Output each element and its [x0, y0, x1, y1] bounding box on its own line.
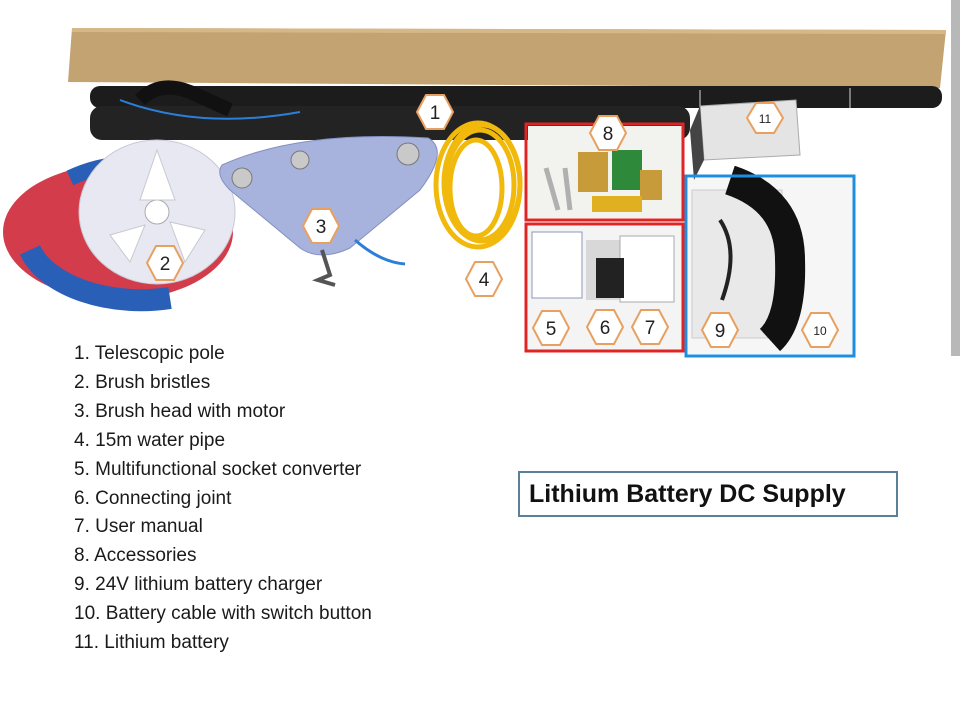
list-item: 9. 24V lithium battery charger — [74, 574, 323, 596]
list-item: 1. Telescopic pole — [74, 343, 225, 364]
brush-head-plate — [219, 136, 438, 256]
callout-10: 10 — [800, 312, 840, 348]
water-hose — [433, 120, 523, 250]
list-item: 8. Accessories — [74, 545, 197, 567]
svg-text:11: 11 — [759, 112, 772, 126]
lithium-battery-box — [699, 99, 801, 161]
list-item: 5. Multifunctional socket converter — [74, 458, 362, 480]
list-item: 6. Connecting joint — [74, 487, 232, 509]
list-item: 10. Battery cable with switch button — [74, 603, 372, 625]
parts-list: 1. Telescopic pole 2. Brush bristles 3. … — [74, 340, 372, 658]
list-item: 4. 15m water pipe — [74, 429, 226, 451]
photo-edge — [951, 0, 960, 356]
list-item: 11. Lithium battery — [74, 632, 229, 654]
cardboard-box — [68, 28, 946, 88]
callout-2: 2 — [145, 245, 185, 281]
svg-text:7: 7 — [645, 318, 656, 339]
callout-4: 4 — [464, 261, 504, 297]
charger-cable-frame — [684, 174, 856, 358]
callout-7: 7 — [630, 309, 670, 345]
callout-5: 5 — [531, 310, 571, 346]
socket-joint-manual-frame — [524, 222, 685, 353]
callout-6: 6 — [585, 309, 625, 345]
list-item: 2. Brush bristles — [74, 371, 211, 393]
svg-text:9: 9 — [715, 321, 726, 342]
list-item: 7. User manual — [74, 516, 203, 538]
callout-11: 11 — [745, 102, 785, 134]
callout-8: 8 — [588, 115, 628, 151]
svg-text:10: 10 — [813, 324, 827, 338]
svg-text:4: 4 — [479, 270, 490, 291]
list-item: 3. Brush head with motor — [74, 400, 286, 422]
product-photo: 1 2 3 4 5 6 7 8 9 10 11 — [3, 28, 946, 358]
supply-title: Lithium Battery DC Supply — [518, 471, 898, 517]
svg-text:3: 3 — [316, 217, 327, 238]
callout-3: 3 — [301, 208, 341, 244]
callout-9: 9 — [700, 312, 740, 348]
svg-text:5: 5 — [546, 319, 557, 340]
svg-text:6: 6 — [600, 318, 611, 339]
svg-text:8: 8 — [603, 124, 614, 145]
callout-1: 1 — [415, 94, 455, 130]
telescopic-pole — [90, 86, 942, 108]
svg-text:2: 2 — [160, 254, 171, 275]
svg-text:1: 1 — [430, 103, 441, 124]
